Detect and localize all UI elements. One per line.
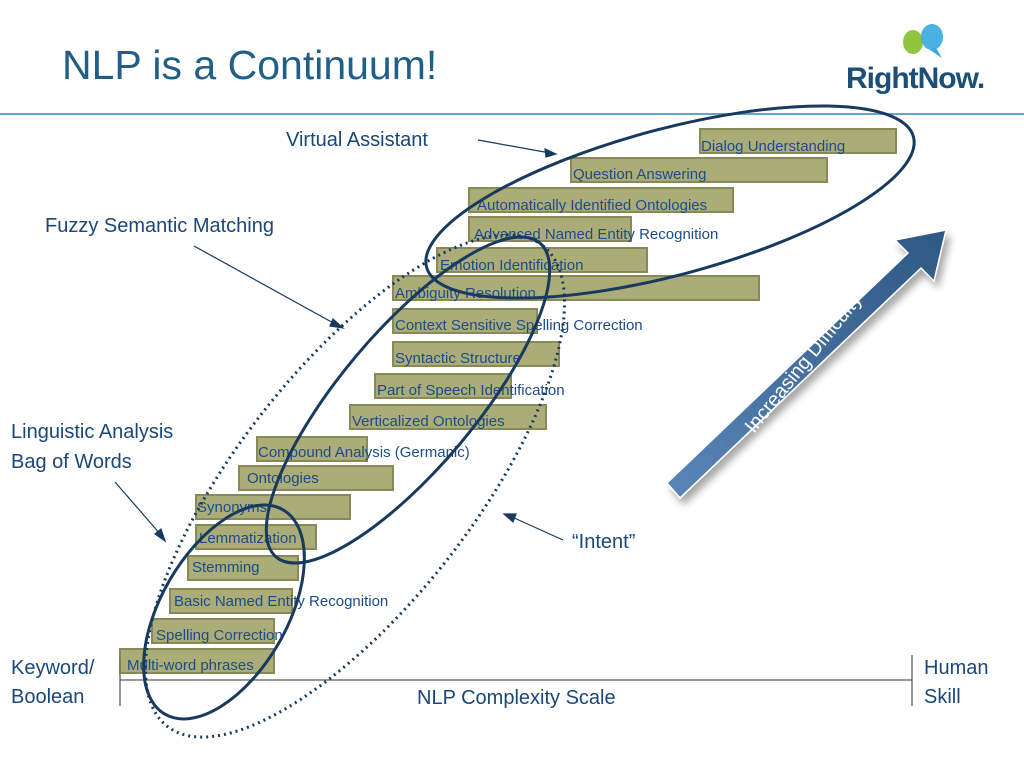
- skill-verticalized-ontologies: Verticalized Ontologies: [352, 413, 505, 430]
- skill-stemming: Stemming: [192, 559, 260, 576]
- intent-dotted-ellipse: [143, 233, 567, 739]
- skill-bar: [256, 436, 368, 462]
- bag-of-words-label: Bag of Words: [11, 451, 132, 473]
- skill-bar: [374, 373, 512, 399]
- scale-left-label-line2: Boolean: [11, 686, 85, 708]
- fuzzy-semantic-ellipse: [264, 235, 552, 565]
- skill-basic-named-entity-recognition: Basic Named Entity Recognition: [174, 593, 389, 610]
- skill-bar: [392, 275, 760, 301]
- title-divider: [0, 113, 1024, 115]
- intent-pointer: [511, 516, 564, 541]
- fuzzy-semantic-pointer-head: [329, 317, 345, 329]
- fuzzy-semantic-pointer: [193, 245, 338, 326]
- fuzzy-semantic-matching-label: Fuzzy Semantic Matching: [45, 215, 274, 237]
- skill-syntactic-structure: Syntactic Structure: [395, 350, 521, 367]
- skill-spelling-correction: Spelling Correction: [156, 627, 283, 644]
- linguistic-analysis-pointer: [114, 481, 162, 536]
- skill-question-answering: Question Answering: [573, 166, 707, 183]
- skill-multi-word-phrases: Multi-word phrases: [127, 657, 254, 674]
- intent-pointer-head: [502, 513, 517, 524]
- rightnow-logo: RightNow.: [846, 20, 1006, 100]
- slide-title: NLP is a Continuum!: [62, 42, 438, 88]
- skill-bar: [392, 308, 538, 334]
- skill-bar: [195, 524, 317, 550]
- scale-left-label-line1: Keyword/: [11, 657, 95, 679]
- skill-bar: [349, 404, 547, 430]
- skill-bar: [392, 341, 560, 367]
- intent-label: “Intent”: [572, 531, 636, 553]
- skill-synonyms: Synonyms: [197, 499, 268, 516]
- virtual-assistant-ellipse: [424, 104, 916, 300]
- difficulty-arrow: [665, 229, 947, 500]
- skill-compound-analysis: Compound Analysis (Germanic): [258, 444, 470, 461]
- skill-bar: [151, 618, 275, 644]
- skill-bar: [238, 465, 394, 491]
- skill-bar: [468, 187, 734, 213]
- scale-center-label: NLP Complexity Scale: [417, 687, 616, 709]
- skill-part-of-speech-identification: Part of Speech Identification: [377, 382, 565, 399]
- skill-automatically-identified-ontologies: Automatically Identified Ontologies: [477, 197, 708, 214]
- skill-context-sensitive-spelling-correction: Context Sensitive Spelling Correction: [395, 317, 643, 334]
- virtual-assistant-label: Virtual Assistant: [286, 129, 428, 151]
- scale-right-label-line1: Human: [924, 657, 989, 679]
- virtual-assistant-pointer: [477, 139, 551, 154]
- skill-bar: [570, 157, 828, 183]
- skill-lemmatization: Lemmatization: [199, 530, 297, 547]
- linguistic-analysis-label: Linguistic Analysis: [11, 421, 174, 443]
- skill-dialog-understanding: Dialog Understanding: [701, 138, 846, 155]
- linguistic-analysis-pointer-head: [154, 527, 167, 543]
- skill-bar: [169, 588, 293, 614]
- scale-right-label-line2: Skill: [924, 686, 961, 708]
- skill-bar: [436, 247, 648, 273]
- logo-wordmark: RightNow.: [846, 62, 985, 95]
- virtual-assistant-pointer-head: [544, 148, 558, 158]
- skill-ontologies: Ontologies: [247, 470, 319, 487]
- speech-bubbles-icon: [903, 24, 943, 58]
- skill-bar: [468, 216, 632, 242]
- skill-bar: [699, 128, 897, 154]
- linguistic-analysis-ellipse: [142, 503, 306, 721]
